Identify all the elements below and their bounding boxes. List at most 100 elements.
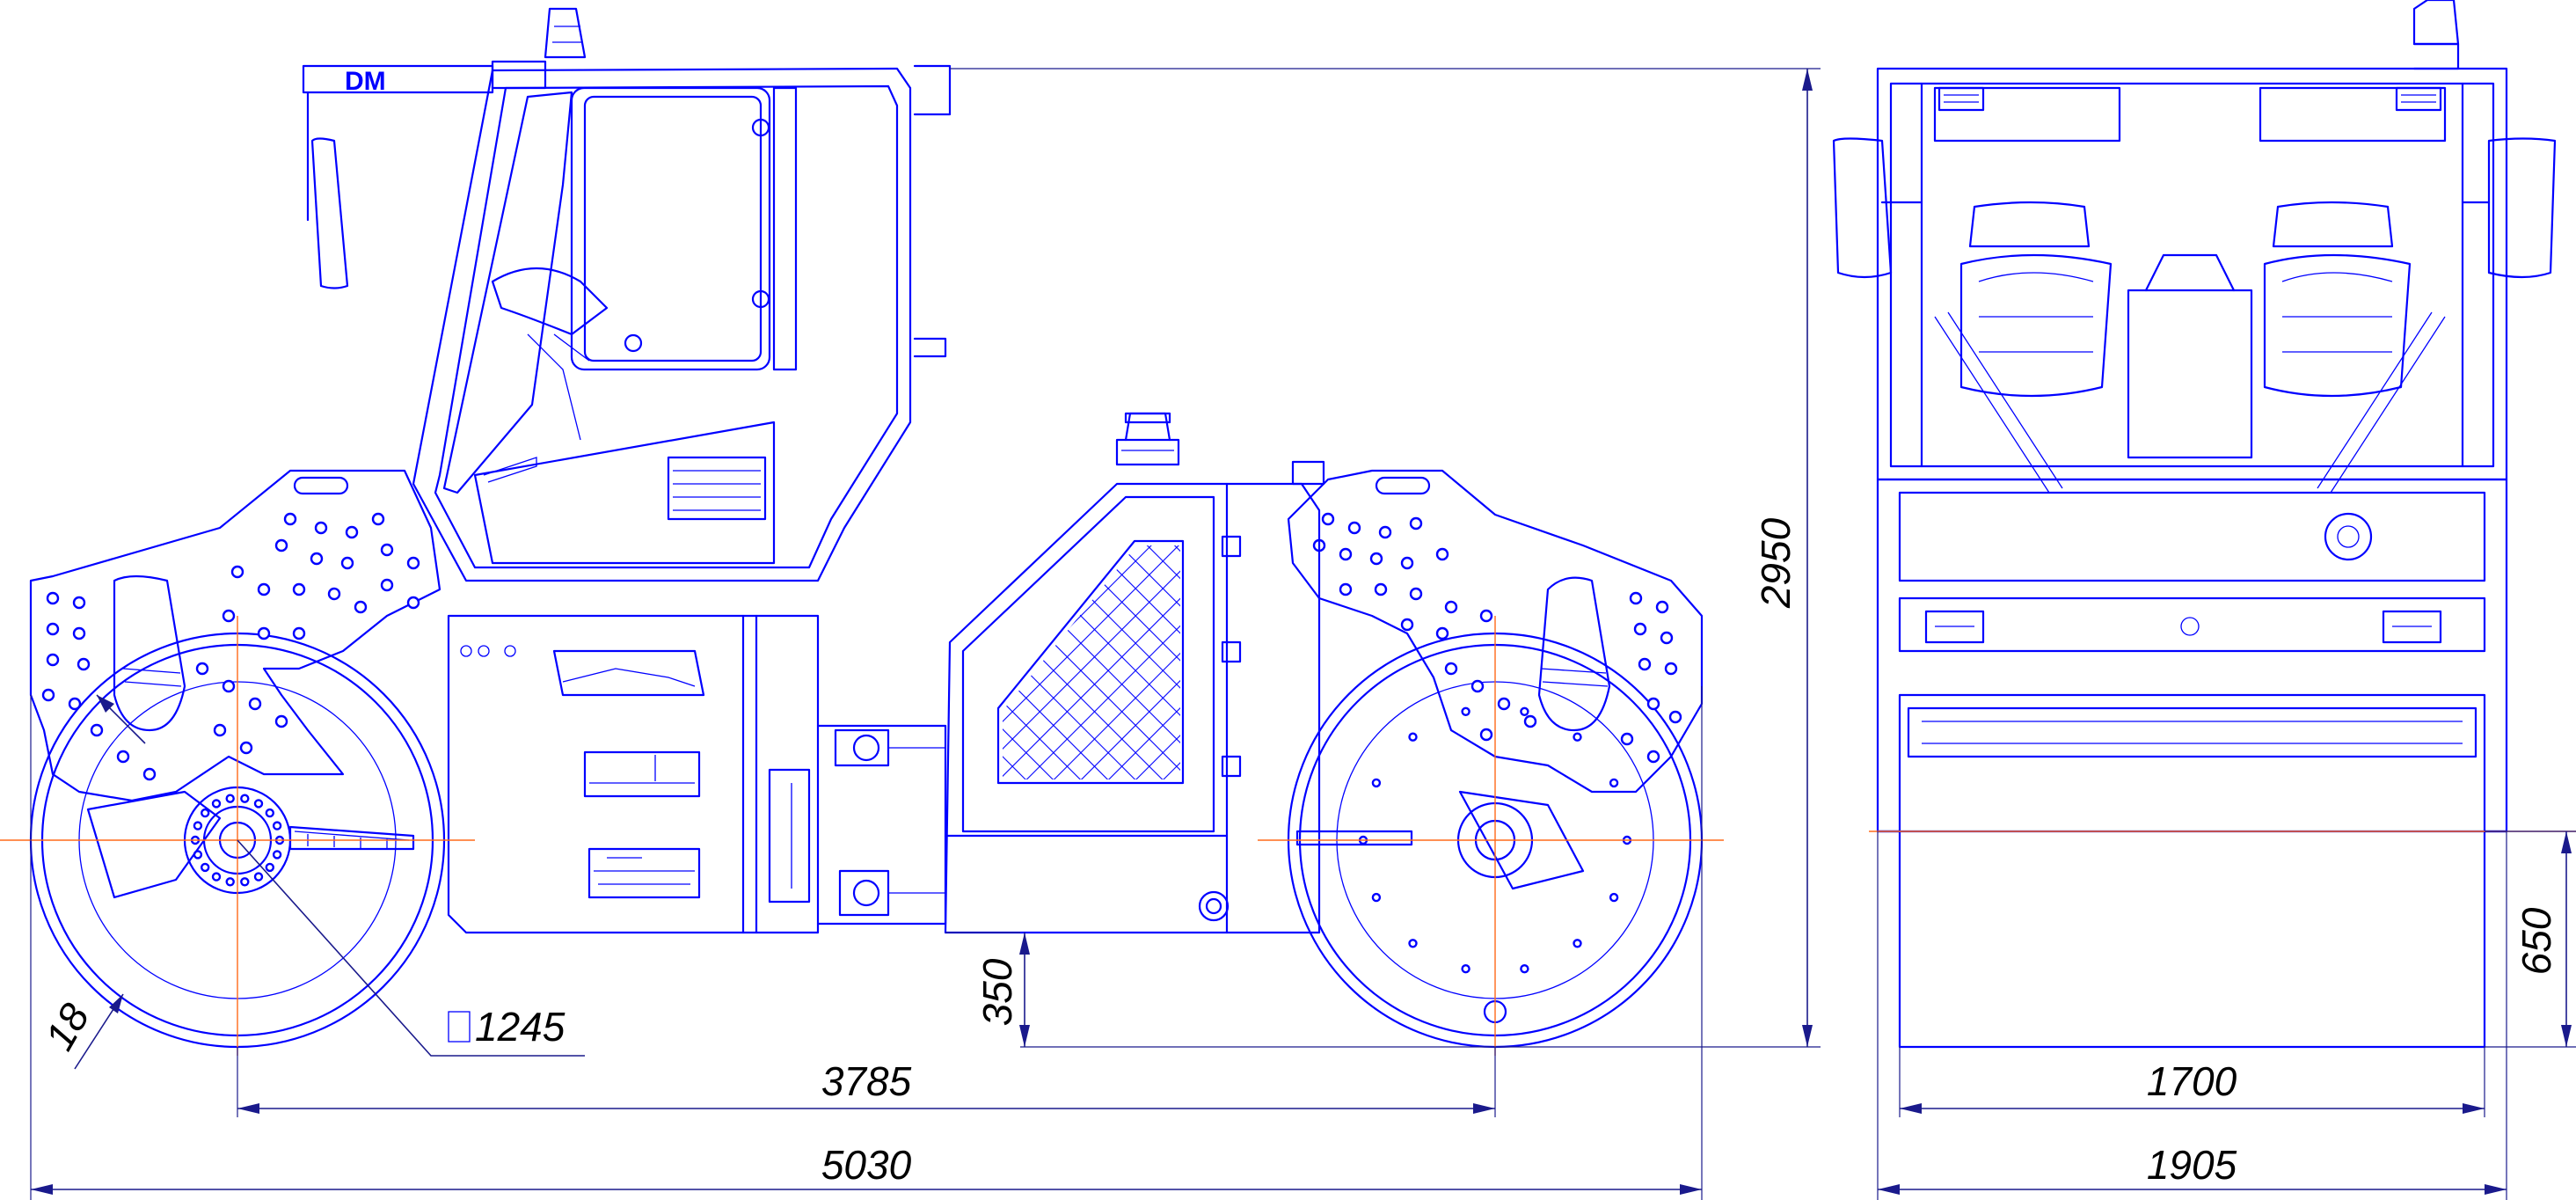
bolt-hole xyxy=(225,877,235,887)
bolt-hole xyxy=(253,799,264,809)
bolt-hole xyxy=(265,862,274,873)
plate-hole xyxy=(1378,525,1392,539)
plate-hole xyxy=(257,582,271,596)
dim-ground-clearance: 350 xyxy=(945,932,1030,1047)
plate-hole xyxy=(1497,697,1511,711)
plate-hole xyxy=(292,582,306,596)
front-view: 1905 1700 650 xyxy=(1832,0,2576,1200)
dim-front-drum-height: 650 xyxy=(2485,830,2576,1048)
front-mirrors xyxy=(1832,137,2557,279)
rear-plate-holes xyxy=(41,512,420,781)
plate-hole xyxy=(406,596,420,610)
bolt-hole xyxy=(193,821,203,830)
plate-hole xyxy=(1470,679,1485,693)
plate-hole xyxy=(1655,600,1669,614)
bolt-hole xyxy=(272,821,282,830)
plate-hole xyxy=(222,609,236,623)
brand-logo: DM xyxy=(345,67,386,96)
plate-hole xyxy=(222,679,236,693)
plate-hole xyxy=(371,512,385,526)
plate-hole xyxy=(213,723,227,737)
plate-hole xyxy=(1638,657,1652,671)
bolt-hole xyxy=(211,799,222,809)
plate-hole xyxy=(1620,732,1634,746)
bolt-hole xyxy=(1461,706,1470,716)
bolt-hole xyxy=(225,794,235,803)
plate-hole xyxy=(116,750,130,764)
bolt-hole xyxy=(265,808,274,818)
dim-label-650: 650 xyxy=(2514,907,2559,975)
plate-hole xyxy=(283,512,297,526)
plate-hole xyxy=(340,556,354,570)
plate-hole xyxy=(248,697,262,711)
bolt-hole xyxy=(1408,732,1418,742)
bolt-hole xyxy=(253,872,264,882)
dim-label-3785: 3785 xyxy=(821,1058,912,1104)
front-seats xyxy=(1934,201,2446,494)
plate-hole xyxy=(274,538,288,552)
plate-hole xyxy=(1409,587,1423,601)
plate-hole xyxy=(1646,697,1660,711)
bolt-hole xyxy=(1609,778,1619,788)
dim-drum-shell: 18 xyxy=(36,694,146,1070)
engine-hood xyxy=(944,412,1325,934)
dim-wheelbase: 3785 xyxy=(237,1047,1496,1117)
bolt-hole xyxy=(1371,778,1382,788)
front-body xyxy=(1876,478,2508,833)
plate-hole xyxy=(68,697,82,711)
plate-hole xyxy=(292,626,306,640)
plate-hole xyxy=(1339,547,1353,561)
bolt-hole xyxy=(1408,939,1418,948)
plate-hole xyxy=(1339,582,1353,596)
plate-hole xyxy=(1409,516,1423,530)
plate-hole xyxy=(1633,622,1647,636)
front-cab-frame xyxy=(1876,0,2508,481)
plate-hole xyxy=(1400,618,1414,632)
plate-hole xyxy=(46,591,60,605)
bolt-hole xyxy=(1461,963,1470,974)
dim-label-2950: 2950 xyxy=(1753,517,1799,609)
bolt-hole xyxy=(240,877,250,887)
beacon-light xyxy=(544,7,587,59)
dim-front-drum-width: 1700 xyxy=(1899,1047,2485,1117)
bolt-hole xyxy=(200,862,210,873)
plate-hole xyxy=(345,525,359,539)
side-view: DM xyxy=(0,7,1821,1200)
plate-hole xyxy=(90,723,104,737)
plate-hole xyxy=(1479,609,1493,623)
plate-hole xyxy=(41,688,55,702)
plate-hole xyxy=(195,662,209,676)
plate-hole xyxy=(1660,631,1674,645)
bolt-hole xyxy=(1573,939,1582,948)
bolt-hole xyxy=(1609,892,1619,903)
mirror-arm: DM xyxy=(302,64,952,358)
plate-hole xyxy=(239,741,253,755)
plate-hole xyxy=(327,587,341,601)
front-plate-holes xyxy=(1312,512,1682,764)
bolt-hole xyxy=(1573,732,1582,742)
plate-hole xyxy=(1369,552,1383,566)
plate-hole xyxy=(406,556,420,570)
bolt-hole xyxy=(240,794,250,803)
rear-frame-plate xyxy=(29,469,441,802)
dim-total-length: 5030 xyxy=(30,686,1703,1200)
plate-hole xyxy=(1400,556,1414,570)
plate-hole xyxy=(314,521,328,535)
plate-hole xyxy=(354,600,368,614)
dim-height: 2950 xyxy=(950,68,1821,1048)
plate-hole xyxy=(1668,710,1682,724)
plate-hole xyxy=(1444,600,1458,614)
plate-hole xyxy=(72,596,86,610)
plate-hole xyxy=(380,578,394,592)
plate-hole xyxy=(1374,582,1388,596)
dim-label-350: 350 xyxy=(974,958,1020,1026)
plate-hole xyxy=(142,767,157,781)
plate-hole xyxy=(1435,626,1449,640)
plate-hole xyxy=(46,622,60,636)
front-drum-body xyxy=(1869,693,2576,1049)
plate-hole xyxy=(1479,728,1493,742)
plate-hole xyxy=(1321,512,1335,526)
dim-label-1245: 1245 xyxy=(475,1004,566,1050)
plate-hole xyxy=(72,626,86,640)
